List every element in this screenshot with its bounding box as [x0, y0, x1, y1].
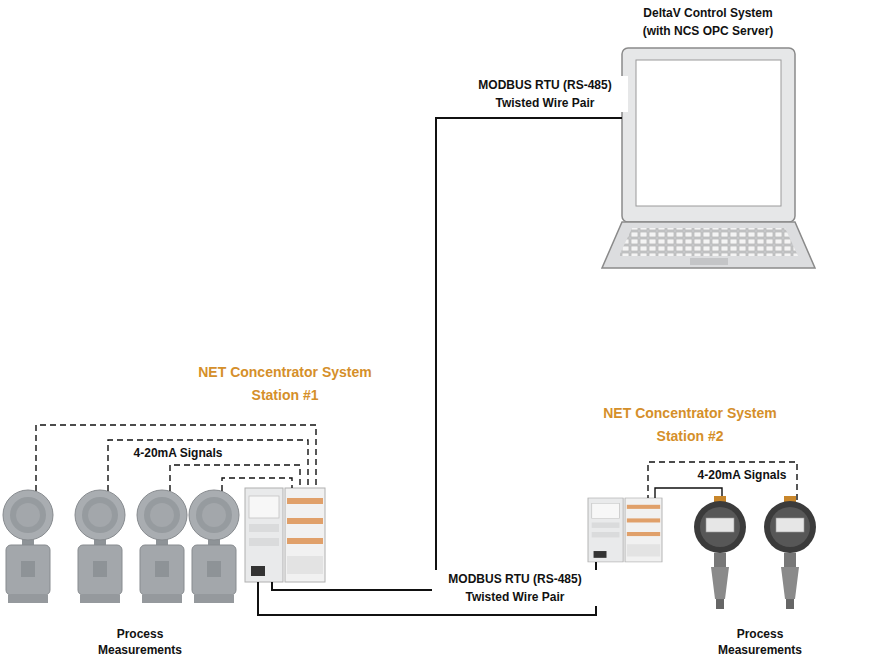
connector-label: 4-20mA Signals — [695, 468, 790, 482]
node-heading: Process Measurements — [85, 626, 195, 658]
node-heading: DeltaV Control System (with NCS OPC Serv… — [633, 4, 783, 40]
connector-label: 4-20mA Signals — [131, 446, 226, 460]
concentrator-devices — [245, 488, 662, 582]
node-heading: Process Measurements — [705, 626, 815, 658]
signal-wire — [36, 425, 316, 491]
control-system-laptop: DeltaV Control System (with NCS OPC Serv… — [622, 48, 795, 222]
loop-indicators — [694, 496, 816, 609]
modbus-cable — [272, 118, 622, 590]
node-heading: NET Concentrator System Station #1 — [185, 361, 385, 407]
signal-wires — [108, 440, 722, 498]
connector-label: MODBUS RTU (RS-485) Twisted Wire Pair — [432, 570, 598, 606]
node-heading: NET Concentrator System Station #2 — [590, 402, 790, 448]
concentrator-station: NET Concentrator System Station #2 — [588, 498, 662, 562]
transmitter-group: Process Measurements — [0, 490, 250, 661]
indicator-group: Process Measurements — [688, 496, 822, 661]
concentrator-station: NET Concentrator System Station #1 — [245, 488, 325, 582]
connector-label: MODBUS RTU (RS-485) Twisted Wire Pair — [462, 76, 628, 112]
pressure-transmitters — [3, 490, 239, 603]
laptop-illustration — [602, 48, 815, 268]
signal-wire — [648, 462, 797, 500]
